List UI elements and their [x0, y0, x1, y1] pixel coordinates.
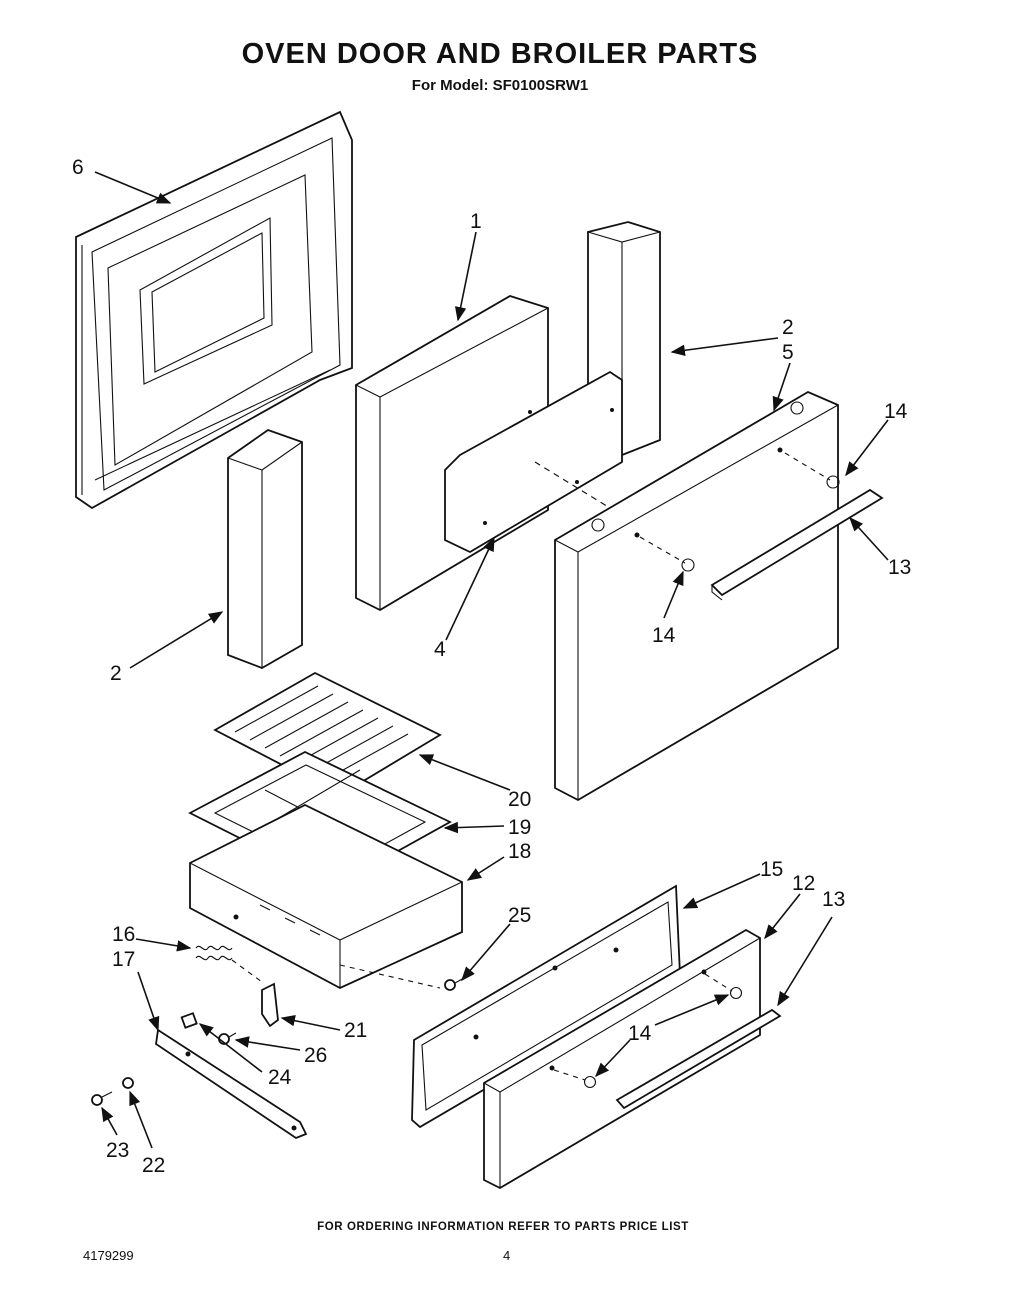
door-liner-baffle: [444, 370, 623, 554]
document-number: 4179299: [83, 1248, 134, 1263]
callout-labels: 6 1 2 5 14 13 14 4 2 20 19 18 15 12 13 2…: [72, 156, 911, 1177]
page-number: 4: [503, 1248, 511, 1263]
door-handle-upper: [639, 452, 884, 601]
leader-lines: [94, 171, 889, 1149]
nut-24: [180, 1012, 198, 1029]
callout-19: 19: [508, 816, 531, 839]
callout-2-right: 2: [782, 316, 794, 339]
callout-14-lower: 14: [628, 1022, 652, 1045]
ordering-note: FOR ORDERING INFORMATION REFER TO PARTS …: [317, 1221, 689, 1233]
callout-21: 21: [344, 1019, 367, 1042]
broiler-rail: [155, 1028, 308, 1140]
spring: [195, 945, 263, 983]
callout-5: 5: [782, 341, 794, 364]
broiler-door-handle: [553, 973, 782, 1110]
callout-18: 18: [508, 840, 531, 863]
screw-26: [218, 1032, 237, 1045]
model-subtitle: For Model: SF0100SRW1: [411, 77, 589, 94]
screw-23: [91, 1091, 113, 1106]
callout-4: 4: [434, 638, 446, 661]
outer-door-panel: [554, 390, 839, 802]
inner-door-panel: [75, 110, 353, 510]
callout-15: 15: [760, 858, 783, 881]
callout-6: 6: [72, 156, 84, 179]
callout-13-lower: 13: [822, 888, 845, 911]
insulation-strip-left: [227, 428, 303, 669]
callout-2-left: 2: [110, 662, 122, 685]
callout-26: 26: [304, 1044, 327, 1067]
broiler-pan: [189, 803, 463, 990]
callout-1: 1: [470, 210, 482, 233]
callout-22: 22: [142, 1154, 165, 1177]
callout-16: 16: [112, 923, 135, 946]
callout-20: 20: [508, 788, 531, 811]
callout-23: 23: [106, 1139, 129, 1162]
broiler-door-outer: [483, 928, 761, 1190]
page-title: OVEN DOOR AND BROILER PARTS: [241, 38, 759, 70]
washer-22: [122, 1077, 134, 1089]
callout-12: 12: [792, 872, 815, 895]
callout-17: 17: [112, 948, 135, 971]
callout-25: 25: [508, 904, 531, 927]
latch-bracket: [261, 982, 279, 1028]
stud-25: [339, 964, 465, 991]
callout-13-upper: 13: [888, 556, 911, 579]
callout-14-upper-left: 14: [652, 624, 676, 647]
callout-24: 24: [268, 1066, 292, 1089]
callout-14-upper-right: 14: [884, 400, 908, 423]
